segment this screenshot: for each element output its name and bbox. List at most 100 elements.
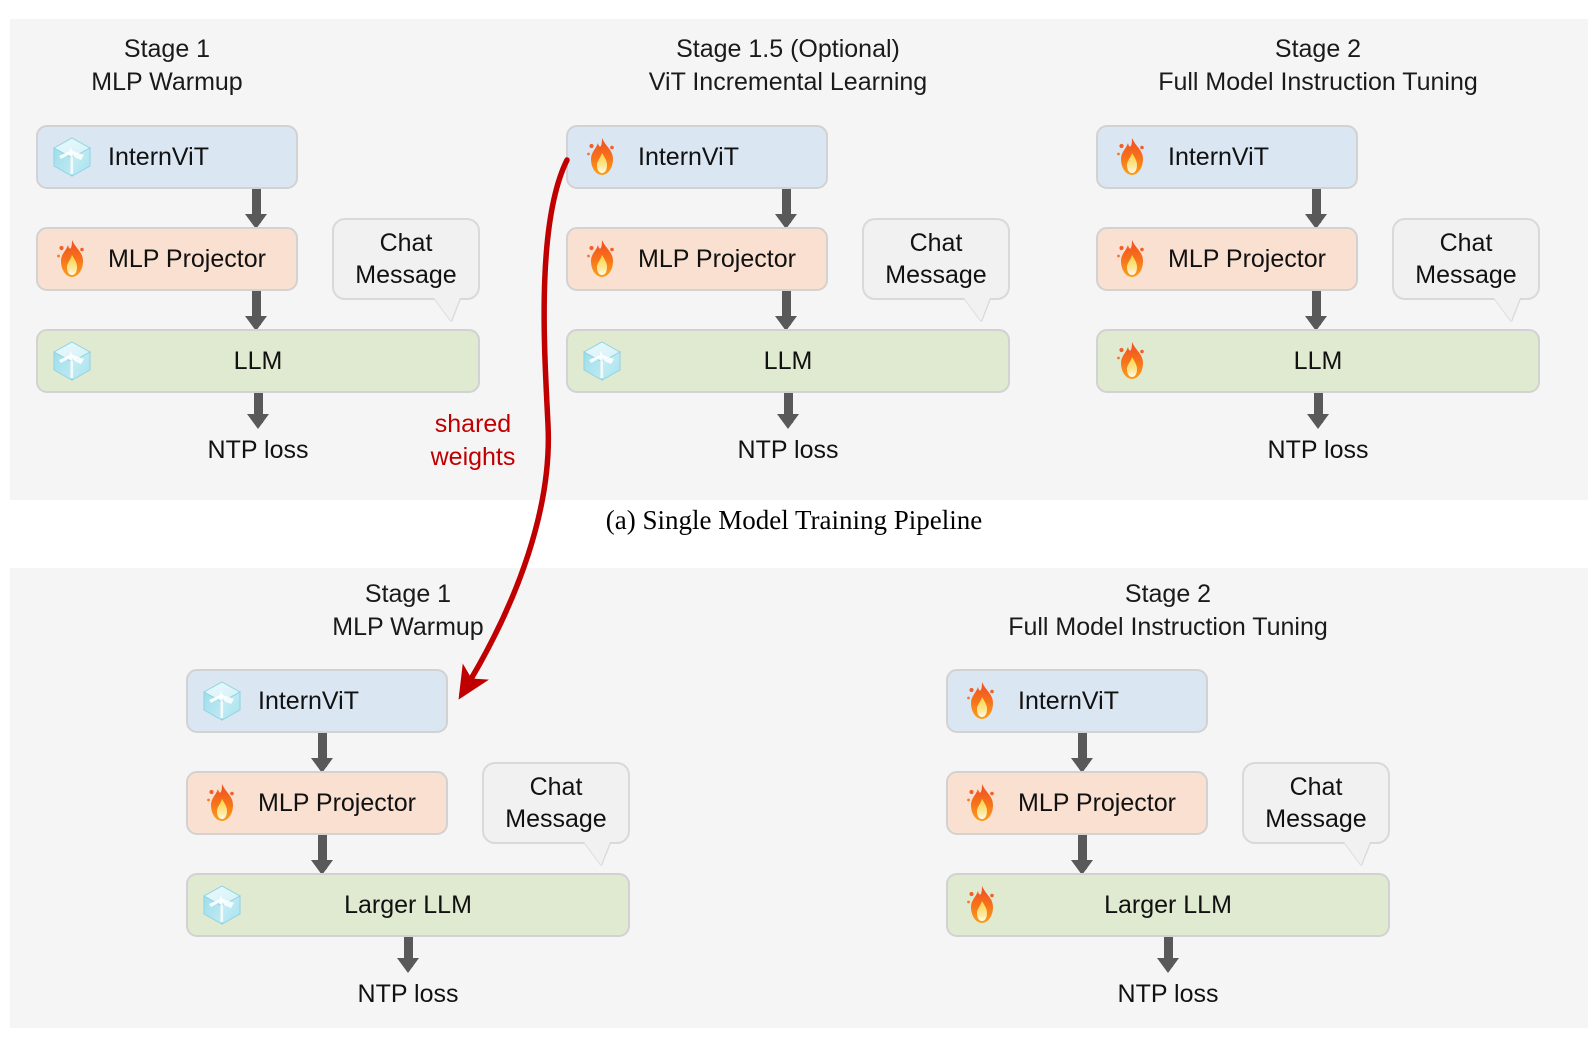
bubble-tail-icon <box>1344 842 1370 865</box>
bubble-tail-icon <box>584 842 610 865</box>
bubble-line1: Chat <box>379 229 433 257</box>
node-internvit-stage-1-5[interactable]: InternViT <box>566 125 828 189</box>
stage-title-line1: Stage 2 <box>1124 580 1212 608</box>
arrow-llm-to-loss-stage-1-large <box>404 937 413 967</box>
node-label: InternViT <box>108 142 209 171</box>
loss-label-stage-1-large: NTP loss <box>357 980 459 1008</box>
chat-message-bubble-stage-1: Chat Message <box>332 218 480 321</box>
bubble-line1: Chat <box>1439 229 1493 257</box>
stage-title-line2: ViT Incremental Learning <box>648 68 928 96</box>
arrow-mlp-to-llm-stage-1 <box>252 291 261 325</box>
node-label: MLP Projector <box>258 788 416 817</box>
bubble-line1: Chat <box>529 773 583 801</box>
arrowhead <box>311 860 333 875</box>
bubble-line2: Message <box>355 261 457 289</box>
node-label: LLM <box>233 346 283 375</box>
node-label: Larger LLM <box>344 890 472 919</box>
node-internvit-stage-2-large[interactable]: InternViT <box>946 669 1208 733</box>
arrowhead <box>1071 758 1093 773</box>
node-label: LLM <box>763 346 813 375</box>
node-label: InternViT <box>638 142 739 171</box>
bubble-tail-icon <box>964 298 990 321</box>
stage-title-line2: MLP Warmup <box>91 68 243 96</box>
arrow-mlp-to-llm-stage-2-large <box>1078 835 1087 869</box>
arrowhead <box>1305 214 1327 229</box>
figure-caption-a: (a) Single Model Training Pipeline <box>605 505 983 535</box>
arrowhead <box>311 758 333 773</box>
node-internvit-stage-1-large[interactable]: InternViT <box>186 669 448 733</box>
stage-title-line1: Stage 1 <box>364 580 452 608</box>
fire-icon <box>580 237 624 281</box>
node-label: MLP Projector <box>108 244 266 273</box>
node-mlp-projector-stage-1-large[interactable]: MLP Projector <box>186 771 448 835</box>
fire-icon <box>50 237 94 281</box>
fire-icon <box>580 135 624 179</box>
bubble-line1: Chat <box>909 229 963 257</box>
fire-icon <box>960 781 1004 825</box>
arrowhead <box>775 214 797 229</box>
node-label: MLP Projector <box>1018 788 1176 817</box>
node-llm-stage-1[interactable]: LLM <box>36 329 480 393</box>
node-label: LLM <box>1293 346 1343 375</box>
arrowhead <box>777 414 799 429</box>
node-mlp-projector-stage-1-5[interactable]: MLP Projector <box>566 227 828 291</box>
arrow-mlp-to-llm-stage-1-large <box>318 835 327 869</box>
arrowhead <box>247 414 269 429</box>
arrowhead <box>245 214 267 229</box>
node-internvit-stage-1[interactable]: InternViT <box>36 125 298 189</box>
stage-title-stage-1: Stage 1 MLP Warmup <box>36 33 298 99</box>
bubble-line2: Message <box>885 261 987 289</box>
stage-title-line1: Stage 2 <box>1274 35 1362 63</box>
arrowhead <box>245 316 267 331</box>
shared-weights-label: shared weights <box>410 408 536 473</box>
arrow-vit-to-mlp-stage-2 <box>1312 189 1321 223</box>
arrowhead <box>1157 958 1179 973</box>
chat-message-bubble-stage-2-large: Chat Message <box>1242 762 1390 865</box>
stage-title-stage-2: Stage 2 Full Model Instruction Tuning <box>1096 33 1540 99</box>
node-mlp-projector-stage-1[interactable]: MLP Projector <box>36 227 298 291</box>
arrow-mlp-to-llm-stage-1-5 <box>782 291 791 325</box>
bubble-line2: Message <box>1265 805 1367 833</box>
stage-title-stage-1-large: Stage 1 MLP Warmup <box>186 578 630 644</box>
arrow-vit-to-mlp-stage-1-large <box>318 733 327 767</box>
stage-title-line1: Stage 1 <box>123 35 211 63</box>
loss-label-stage-2-large: NTP loss <box>1117 980 1219 1008</box>
arrowhead <box>775 316 797 331</box>
bubble-tail-icon <box>434 298 460 321</box>
bubble-line1: Chat <box>1289 773 1343 801</box>
ice-cube-icon <box>50 135 94 179</box>
node-label: MLP Projector <box>638 244 796 273</box>
arrow-mlp-to-llm-stage-2 <box>1312 291 1321 325</box>
stage-title-line1: Stage 1.5 (Optional) <box>676 35 900 63</box>
node-label: Larger LLM <box>1104 890 1232 919</box>
arrowhead <box>397 958 419 973</box>
fire-icon <box>1110 135 1154 179</box>
stage-title-stage-2-large: Stage 2 Full Model Instruction Tuning <box>946 578 1390 644</box>
node-llm-stage-1-5[interactable]: LLM <box>566 329 1010 393</box>
node-label: InternViT <box>1018 686 1119 715</box>
fire-icon <box>200 781 244 825</box>
chat-message-bubble-stage-1-large: Chat Message <box>482 762 630 865</box>
chat-message-bubble-stage-1-5: Chat Message <box>862 218 1010 321</box>
arrow-llm-to-loss-stage-2 <box>1314 393 1323 423</box>
node-larger-llm-stage-2-large[interactable]: Larger LLM <box>946 873 1390 937</box>
stage-title-line2: MLP Warmup <box>332 613 484 641</box>
loss-label-stage-1: NTP loss <box>207 436 309 464</box>
node-mlp-projector-stage-2-large[interactable]: MLP Projector <box>946 771 1208 835</box>
loss-label-stage-1-5: NTP loss <box>737 436 839 464</box>
fire-icon <box>1110 237 1154 281</box>
shared-weights-line1: shared <box>434 410 512 438</box>
node-internvit-stage-2[interactable]: InternViT <box>1096 125 1358 189</box>
loss-label-stage-2: NTP loss <box>1267 436 1369 464</box>
arrowhead <box>1071 860 1093 875</box>
node-larger-llm-stage-1-large[interactable]: Larger LLM <box>186 873 630 937</box>
node-label: InternViT <box>258 686 359 715</box>
stage-title-stage-1-5: Stage 1.5 (Optional) ViT Incremental Lea… <box>566 33 1010 99</box>
chat-message-bubble-stage-2: Chat Message <box>1392 218 1540 321</box>
node-label: InternViT <box>1168 142 1269 171</box>
arrowhead <box>1305 316 1327 331</box>
node-llm-stage-2[interactable]: LLM <box>1096 329 1540 393</box>
node-mlp-projector-stage-2[interactable]: MLP Projector <box>1096 227 1358 291</box>
bubble-line2: Message <box>505 805 607 833</box>
node-label: MLP Projector <box>1168 244 1326 273</box>
